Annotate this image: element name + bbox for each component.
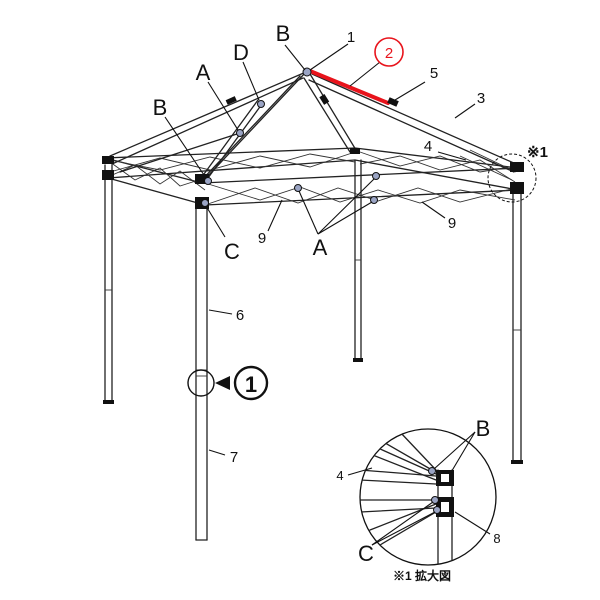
callout-labels: B 1 2 5 3 D A B 4 ※1 C 9 A 9 6 1 7 B 4 8…	[153, 21, 548, 583]
joint-B-left	[204, 177, 212, 185]
joint-A-top	[236, 129, 244, 137]
bracket-front-right-top	[510, 162, 524, 172]
label-5: 5	[430, 65, 438, 82]
back-scissor-a	[109, 153, 356, 171]
label-A-bottom: A	[313, 235, 328, 260]
label-9-left: 9	[258, 230, 266, 247]
rafter-front-left	[205, 71, 307, 179]
pointer-arrow-icon	[215, 376, 230, 390]
brace-4	[469, 149, 517, 173]
label-3: 3	[477, 90, 485, 107]
label-B-top: B	[276, 21, 291, 46]
label-C: C	[224, 239, 240, 264]
label-B-left: B	[153, 95, 168, 120]
eave-perimeter-top	[104, 147, 519, 184]
eave-perimeter-bottom	[107, 159, 519, 206]
inset-label-4: 4	[336, 468, 343, 483]
right-scissor-a	[359, 151, 516, 173]
highlight-part-2	[308, 69, 390, 105]
rafter-front-right	[311, 73, 517, 165]
inset-label-B: B	[476, 416, 491, 441]
label-ref-1: ※1	[527, 144, 548, 161]
right-scissor-b	[359, 155, 516, 183]
label-2: 2	[385, 45, 393, 62]
label-step-1: 1	[245, 372, 257, 397]
joint-C	[201, 199, 209, 207]
roof-rafters	[109, 69, 517, 183]
step-1-marker	[187, 365, 269, 401]
joint-A-2	[372, 172, 380, 180]
label-4: 4	[424, 138, 432, 155]
bracket-back-left-top	[102, 156, 114, 164]
front-scissor-upper	[204, 182, 516, 204]
inset-joint-C-2	[433, 506, 441, 514]
strut-front-left	[207, 103, 263, 179]
label-6: 6	[236, 307, 244, 324]
label-7: 7	[230, 449, 238, 466]
rafter-back-center	[309, 73, 357, 151]
leg-lock-highlight	[187, 369, 215, 397]
part-2-badge	[374, 37, 404, 67]
joint-A-1	[294, 184, 302, 192]
detail-zone-marker	[487, 153, 537, 203]
inset-caption: ※1 拡大図	[393, 568, 451, 583]
joint-A-3	[370, 196, 378, 204]
back-scissor-b	[109, 151, 356, 173]
inset-label-8: 8	[493, 531, 500, 546]
inset-joint-C-1	[431, 496, 439, 504]
step-1-badge	[233, 365, 269, 401]
bracket-front-left-top	[195, 174, 209, 184]
bracket-front-right-slider	[510, 182, 524, 194]
leader-lines	[164, 43, 476, 456]
rafter-back-left	[109, 71, 307, 157]
left-scissor-b	[109, 164, 206, 191]
joint-D	[257, 100, 265, 108]
inset-joint-B	[428, 467, 436, 475]
label-D: D	[233, 40, 249, 65]
strut-left-inner	[119, 132, 241, 173]
label-A-top: A	[196, 60, 211, 85]
left-scissor-a	[109, 161, 206, 187]
legs	[103, 159, 523, 541]
label-1: 1	[347, 29, 355, 46]
inset-label-C: C	[358, 541, 374, 566]
label-9-right: 9	[448, 215, 456, 232]
